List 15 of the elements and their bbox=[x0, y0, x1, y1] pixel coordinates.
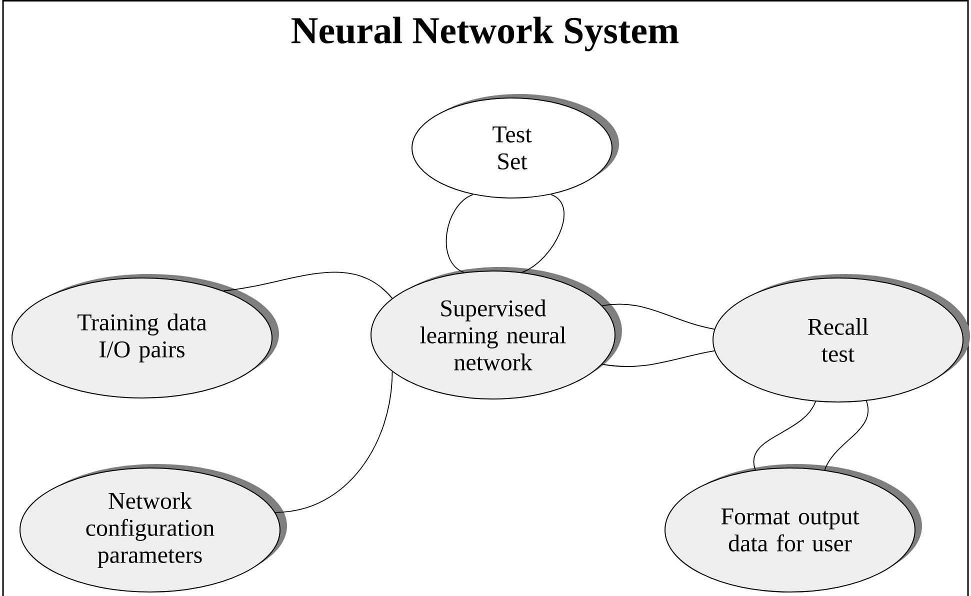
ellipse-node: Network configuration parameters bbox=[20, 464, 287, 592]
ellipse-node: Format output data for user bbox=[664, 464, 922, 592]
connector bbox=[824, 400, 868, 470]
ellipse-node: Recall test bbox=[712, 274, 970, 402]
ellipse-node: Test Set bbox=[412, 94, 619, 198]
connector bbox=[522, 194, 564, 273]
connector bbox=[602, 304, 715, 330]
connector bbox=[223, 272, 393, 299]
connector bbox=[753, 401, 816, 470]
connector bbox=[274, 371, 393, 513]
ellipse-node: Supervised learning neural network bbox=[370, 267, 622, 400]
ellipse-node: Training data I/O pairs bbox=[12, 274, 279, 398]
connector bbox=[446, 194, 474, 273]
connector bbox=[602, 350, 715, 367]
title: Neural Network System bbox=[292, 16, 679, 52]
